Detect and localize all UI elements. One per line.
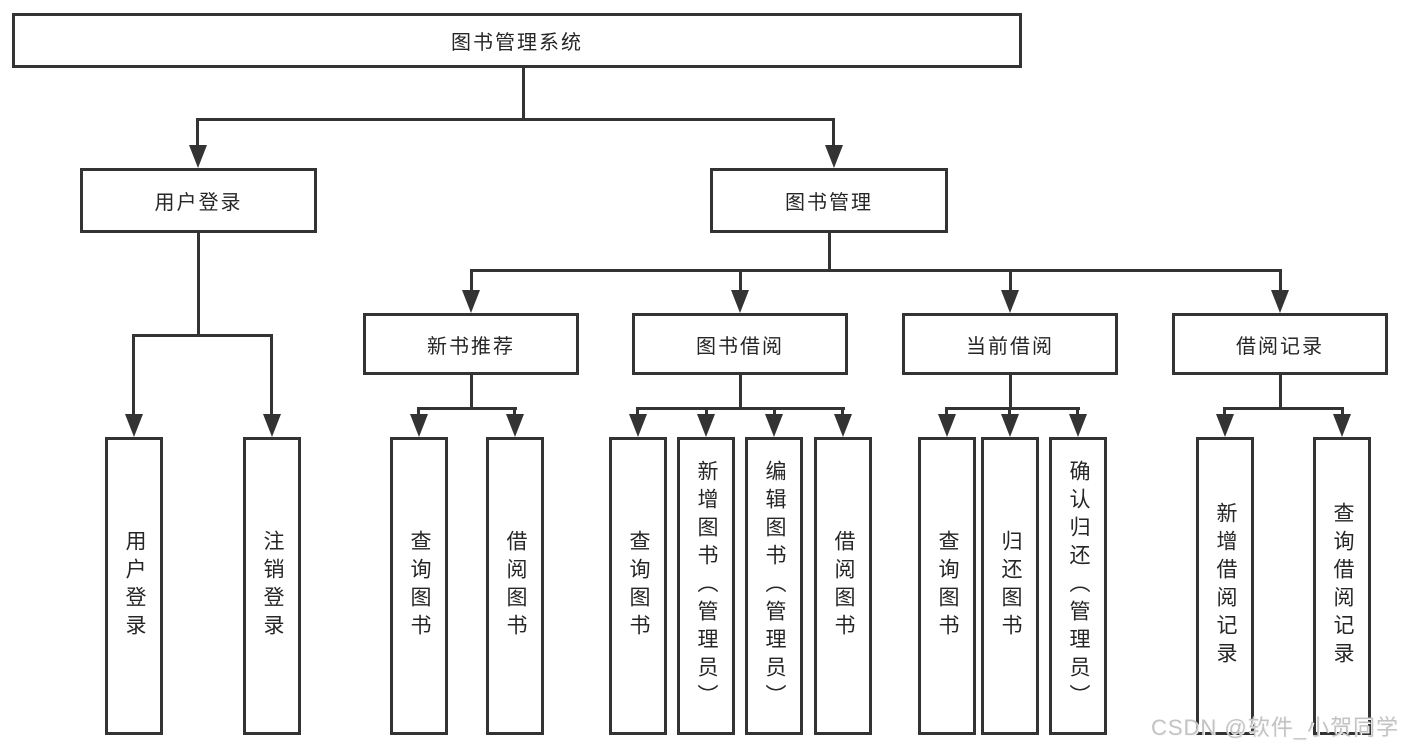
arrowhead-to-book-borrow [731, 290, 749, 313]
node-user-login: 用户登录 [80, 168, 317, 233]
leaf-borrow-books-2: 借阅图书 [814, 437, 872, 735]
leaf-label: 查询借阅记录 [1331, 502, 1354, 670]
connector-book-mgmt-branch [470, 269, 1282, 272]
arrowhead-to-query-borrow-record [1333, 414, 1351, 437]
leaf-logout: 注销登录 [243, 437, 301, 735]
connector-borrow-records-drop [1279, 375, 1282, 410]
leaf-query-borrow-record: 查询借阅记录 [1313, 437, 1371, 735]
leaf-label: 查询图书 [936, 530, 959, 642]
connector-stem-book-mgmt [832, 118, 835, 148]
arrowhead-to-current-borrow [1001, 290, 1019, 313]
leaf-label: 借阅图书 [832, 530, 855, 642]
leaf-label: 确认归还（管理员） [1067, 460, 1090, 712]
connector-new-books-branch [417, 407, 517, 410]
arrowhead-to-leaf-logout [263, 414, 281, 437]
connector-book-borrow-drop [739, 375, 742, 410]
leaf-label: 新增图书（管理员） [695, 460, 718, 712]
arrowhead-to-leaf-user-login [125, 414, 143, 437]
connector-stem [705, 407, 708, 417]
leaf-label: 用户登录 [123, 530, 146, 642]
connector-user-login-branch [132, 334, 273, 337]
node-book-mgmt: 图书管理 [710, 168, 948, 233]
connector-stem [1341, 407, 1344, 417]
connector-stem-borrow-records [1279, 269, 1282, 293]
connector-user-login-drop [197, 233, 200, 337]
connector-stem-book-borrow [739, 269, 742, 293]
node-root: 图书管理系统 [12, 13, 1022, 68]
node-new-books: 新书推荐 [363, 313, 579, 375]
arrowhead-to-add-borrow-record [1216, 414, 1234, 437]
leaf-borrow-books-1: 借阅图书 [486, 437, 544, 735]
leaf-label: 新增借阅记录 [1214, 502, 1237, 670]
arrowhead-to-user-login [189, 145, 207, 168]
connector-current-borrow-drop [1009, 375, 1012, 410]
leaf-label: 借阅图书 [504, 530, 527, 642]
arrowhead-to-borrow-books-1 [506, 414, 524, 437]
arrowhead-to-borrow-books-2 [834, 414, 852, 437]
node-current-borrow: 当前借阅 [902, 313, 1118, 375]
connector-stem [636, 407, 639, 417]
arrowhead-to-new-books [462, 290, 480, 313]
node-borrow-records: 借阅记录 [1172, 313, 1388, 375]
arrowhead-to-query-books-2 [629, 414, 647, 437]
leaf-add-borrow-record: 新增借阅记录 [1196, 437, 1254, 735]
connector-stem [945, 407, 948, 417]
connector-stem-current-borrow [1009, 269, 1012, 293]
arrowhead-to-confirm-return [1069, 414, 1087, 437]
leaf-label: 编辑图书（管理员） [763, 460, 786, 712]
connector-stem [417, 407, 420, 417]
connector-new-books-drop [470, 375, 473, 410]
leaf-add-book-admin: 新增图书（管理员） [677, 437, 735, 735]
leaf-label: 归还图书 [999, 530, 1022, 642]
connector-stem [513, 407, 516, 417]
leaf-label: 查询图书 [408, 530, 431, 642]
connector-root-branch [196, 118, 835, 121]
arrowhead-to-query-books-3 [938, 414, 956, 437]
leaf-query-books-1: 查询图书 [390, 437, 448, 735]
connector-stem [841, 407, 844, 417]
node-book-borrow: 图书借阅 [632, 313, 848, 375]
connector-stem [773, 407, 776, 417]
leaf-query-books-3: 查询图书 [918, 437, 976, 735]
connector-borrow-records-branch [1223, 407, 1344, 410]
connector-stem-leaf-logout [270, 334, 273, 416]
arrowhead-to-query-books-1 [410, 414, 428, 437]
leaf-user-login: 用户登录 [105, 437, 163, 735]
leaf-edit-book-admin: 编辑图书（管理员） [745, 437, 803, 735]
connector-stem-user-login [196, 118, 199, 148]
connector-stem-leaf-user-login [132, 334, 135, 416]
connector-current-borrow-branch [945, 407, 1080, 410]
connector-book-borrow-branch [636, 407, 845, 410]
leaf-return-book: 归还图书 [981, 437, 1039, 735]
connector-stem-new-books [470, 269, 473, 293]
leaf-label: 查询图书 [627, 530, 650, 642]
arrowhead-to-book-mgmt [825, 145, 843, 168]
connector-stem [1008, 407, 1011, 417]
leaf-confirm-return-admin: 确认归还（管理员） [1049, 437, 1107, 735]
connector-stem [1223, 407, 1226, 417]
arrowhead-to-return-book [1001, 414, 1019, 437]
arrowhead-to-add-book [697, 414, 715, 437]
connector-root-drop [522, 68, 525, 120]
leaf-label: 注销登录 [261, 530, 284, 642]
leaf-query-books-2: 查询图书 [609, 437, 667, 735]
arrowhead-to-edit-book [765, 414, 783, 437]
csdn-watermark: CSDN @软件_小贺同学 [1150, 715, 1399, 740]
arrowhead-to-borrow-records [1271, 290, 1289, 313]
connector-book-mgmt-drop [828, 233, 831, 272]
connector-stem [1076, 407, 1079, 417]
